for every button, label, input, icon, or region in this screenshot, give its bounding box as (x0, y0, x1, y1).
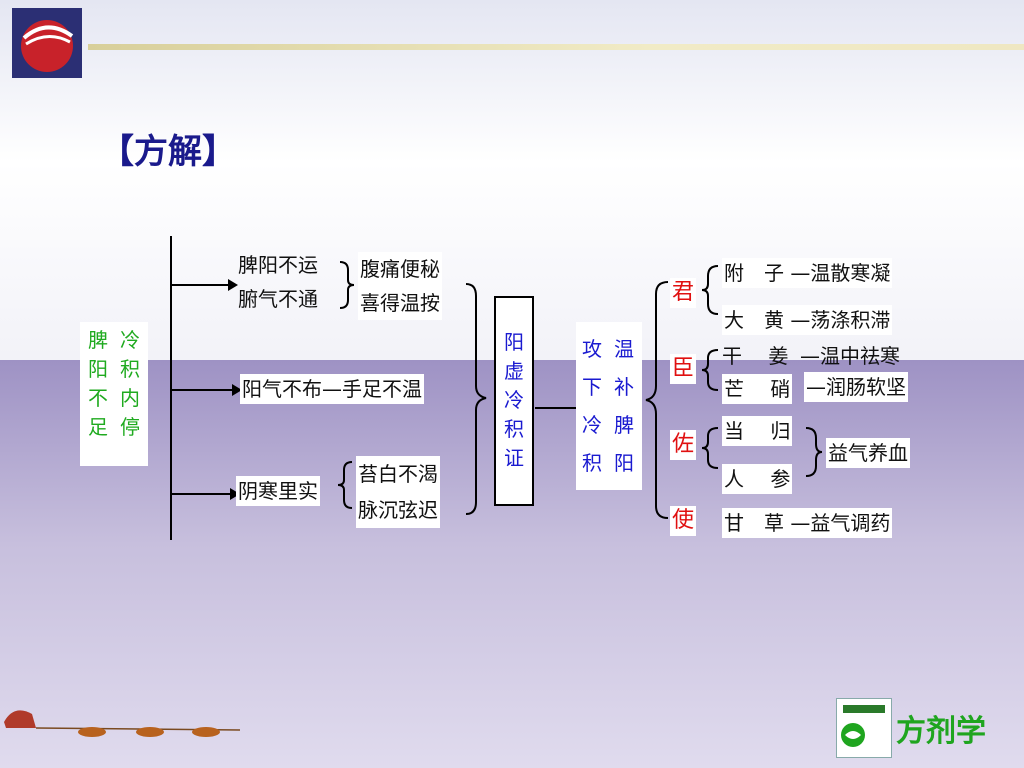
left-label-col1: 脾 阳 不 足 (88, 326, 108, 442)
herb-ganjiang: 干 姜 (722, 344, 789, 368)
left-label-col2: 冷 积 内 停 (120, 326, 140, 442)
left-label-char: 不 (88, 386, 108, 410)
school-logo (12, 8, 82, 78)
herb-dahuang: 大 黄 —荡涤积滞 (722, 305, 893, 335)
treatment-col1: 攻 下 冷 积 (582, 330, 602, 482)
role-shi: 使 (670, 506, 696, 536)
treatment-char: 冷 (582, 413, 602, 437)
role-chen: 臣 (670, 354, 696, 384)
herb-mangxiao: 芒 硝 (722, 374, 793, 404)
herb-gancao: 甘 草 —益气调药 (722, 508, 893, 538)
left-label-char: 冷 (120, 328, 140, 352)
branch1-symptoms: 腹痛便秘 喜得温按 (358, 252, 442, 320)
treatment-char: 攻 (582, 337, 602, 361)
page-title: 【方解】 (100, 132, 236, 172)
symptom-text: 腹痛便秘 (360, 257, 440, 281)
course-brand: 方剂学 (896, 714, 986, 749)
role-zuo: 佐 (670, 430, 696, 460)
symptom-text: 脉沉弦迟 (358, 498, 438, 522)
treatment-char: 脾 (614, 413, 634, 437)
branch1-causes: 脾阳不运 腑气不通 (238, 248, 318, 316)
branch2-text: 阳气不布—手足不温 (240, 374, 424, 404)
left-label-char: 足 (88, 415, 108, 439)
herb-mangxiao-effect: —润肠软坚 (804, 372, 908, 402)
left-label-char: 停 (120, 415, 140, 439)
symptom-text: 喜得温按 (360, 291, 440, 315)
diagnosis-text: 阳 虚 冷 积 证 (504, 328, 524, 473)
treatment-char: 阳 (614, 451, 634, 475)
treatment-char: 温 (614, 337, 634, 361)
diagnosis-char: 虚 (504, 359, 524, 383)
diagnosis-char: 冷 (504, 388, 524, 412)
left-label-char: 脾 (88, 328, 108, 352)
treatment-box (576, 322, 642, 490)
university-badge (836, 698, 892, 758)
herb-ganjiang-effect: —温中祛寒 (800, 344, 900, 368)
diagnosis-char: 积 (504, 417, 524, 441)
left-label-box (80, 322, 148, 466)
diagnosis-char: 阳 (504, 330, 524, 354)
left-label-char: 阳 (88, 357, 108, 381)
cause-text: 腑气不通 (238, 287, 318, 311)
header-divider (88, 44, 1024, 50)
treatment-col2: 温 补 脾 阳 (614, 330, 634, 482)
role-jun: 君 (670, 278, 696, 308)
treatment-char: 下 (582, 375, 602, 399)
herb-fuzi: 附 子 —温散寒凝 (722, 258, 893, 288)
sleigh-decoration (4, 710, 241, 737)
diagnosis-char: 证 (504, 446, 524, 470)
branch3-cause: 阴寒里实 (236, 476, 320, 506)
left-label-char: 积 (120, 357, 140, 381)
herb-renshen: 人 参 (722, 464, 793, 494)
herb-danggui: 当 归 (722, 416, 793, 446)
branch3-symptoms: 苔白不渴 脉沉弦迟 (356, 456, 440, 528)
left-label-char: 内 (120, 386, 140, 410)
cause-text: 脾阳不运 (238, 253, 318, 277)
symptom-text: 苔白不渴 (358, 462, 438, 486)
treatment-char: 补 (614, 375, 634, 399)
diagnosis-box (494, 296, 534, 506)
treatment-char: 积 (582, 451, 602, 475)
zuo-effect: 益气养血 (826, 438, 910, 468)
